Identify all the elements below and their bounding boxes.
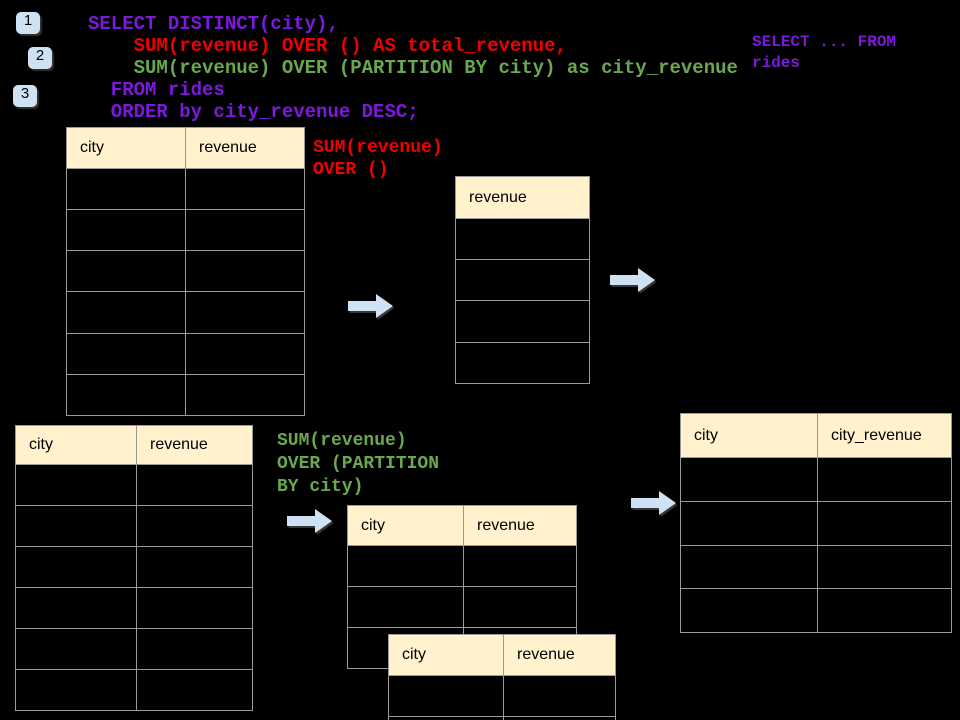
arrow-right-icon <box>348 294 395 320</box>
table-cell <box>15 505 137 547</box>
sql-line-sum-total: SUM(revenue) OVER () AS total_revenue, <box>88 35 567 57</box>
table-cell <box>66 333 186 375</box>
step-badge-2: 2 <box>28 47 52 69</box>
table-cell <box>66 291 186 334</box>
table-cell <box>66 250 186 292</box>
table-cell <box>136 464 253 506</box>
table-cell <box>455 218 590 260</box>
table-cell <box>388 675 504 717</box>
column-header-revenue: revenue <box>455 176 590 219</box>
table-cell <box>136 628 253 670</box>
table-cell <box>817 457 952 502</box>
side-sql-line-1: SELECT ... FROM <box>752 33 897 51</box>
sql-code-block: SELECT DISTINCT(city), SUM(revenue) OVER… <box>88 13 738 123</box>
arrow-right-icon <box>631 491 678 517</box>
table-cell <box>347 545 464 587</box>
column-header-revenue: revenue <box>503 634 616 676</box>
table-cell <box>680 457 818 502</box>
table-cell <box>503 716 616 720</box>
table-cell <box>680 588 818 633</box>
annotation-line: SUM(revenue) <box>313 138 443 158</box>
sql-line-order: ORDER by city_revenue DESC; <box>88 101 419 123</box>
source-table-top: city revenue <box>66 127 305 416</box>
column-header-city: city <box>388 634 504 676</box>
sql-line-sum-partition: SUM(revenue) OVER (PARTITION BY city) as… <box>88 57 738 79</box>
partition-annotation: SUM(revenue) OVER (PARTITION BY city) <box>277 430 439 499</box>
table-cell <box>15 464 137 506</box>
total-revenue-annotation: SUM(revenue) OVER () <box>313 137 443 181</box>
table-cell <box>66 209 186 251</box>
column-header-city: city <box>15 425 137 465</box>
table-cell <box>817 545 952 589</box>
annotation-line: BY city) <box>277 477 364 497</box>
source-table-bottom: city revenue <box>15 425 253 711</box>
step-badge-3: 3 <box>13 85 37 107</box>
sql-line-select: SELECT DISTINCT(city), <box>88 13 339 35</box>
annotation-line: OVER (PARTITION <box>277 454 440 474</box>
city-revenue-result-table: city city_revenue <box>680 413 952 633</box>
annotation-line: SUM(revenue) <box>277 431 407 451</box>
table-cell <box>185 250 305 292</box>
table-cell <box>455 259 590 301</box>
table-cell <box>185 209 305 251</box>
step-badge-1: 1 <box>16 12 40 34</box>
partitioned-table-overlap: city revenue <box>388 634 616 720</box>
table-cell <box>680 545 818 589</box>
table-cell <box>455 300 590 343</box>
table-cell <box>185 291 305 334</box>
table-cell <box>388 716 504 720</box>
table-cell <box>136 546 253 588</box>
table-cell <box>463 545 577 587</box>
table-cell <box>136 587 253 629</box>
column-header-revenue: revenue <box>463 505 577 546</box>
table-cell <box>15 669 137 711</box>
table-cell <box>136 505 253 547</box>
table-cell <box>503 675 616 717</box>
table-cell <box>680 501 818 546</box>
table-cell <box>455 342 590 384</box>
table-cell <box>66 374 186 416</box>
table-cell <box>463 586 577 628</box>
column-header-revenue: revenue <box>185 127 305 169</box>
column-header-city-revenue: city_revenue <box>817 413 952 458</box>
column-header-city: city <box>66 127 186 169</box>
table-cell <box>185 333 305 375</box>
table-cell <box>185 168 305 210</box>
side-sql-line-2: rides <box>752 54 801 72</box>
table-cell <box>185 374 305 416</box>
column-header-city: city <box>680 413 818 458</box>
side-sql-snippet: SELECT ... FROM rides <box>752 32 896 74</box>
table-cell <box>15 546 137 588</box>
table-cell <box>136 669 253 711</box>
table-cell <box>347 586 464 628</box>
table-cell <box>15 628 137 670</box>
arrow-right-icon <box>610 268 657 294</box>
annotation-line: OVER () <box>313 160 389 180</box>
table-cell <box>66 168 186 210</box>
sql-line-from: FROM rides <box>88 79 225 101</box>
table-cell <box>817 501 952 546</box>
arrow-right-icon <box>287 509 334 535</box>
total-revenue-table: revenue <box>455 176 590 384</box>
table-cell <box>817 588 952 633</box>
column-header-city: city <box>347 505 464 546</box>
column-header-revenue: revenue <box>136 425 253 465</box>
table-cell <box>15 587 137 629</box>
